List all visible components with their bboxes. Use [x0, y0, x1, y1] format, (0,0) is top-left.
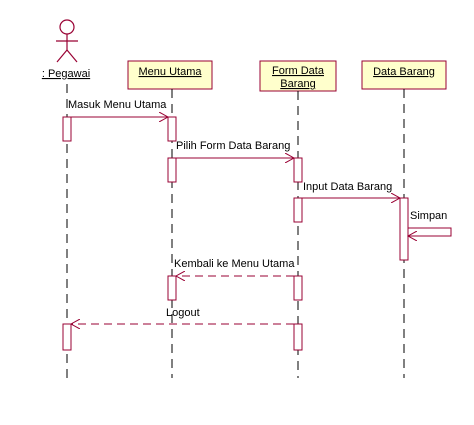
object-label: Data Barang [373, 66, 435, 78]
object-label-line-1: Form Data [272, 65, 325, 77]
activation-form-4 [293, 323, 303, 351]
actor-right-leg [66, 49, 78, 63]
object-box [361, 60, 447, 90]
message-label: Logout [166, 307, 200, 319]
message-logout: Logout [71, 307, 294, 324]
actor-left-leg [56, 49, 68, 63]
message-label: Input Data Barang [303, 181, 392, 193]
activation-form-3 [293, 275, 303, 301]
message-kembali-ke-menu-utama: Kembali ke Menu Utama [174, 258, 295, 276]
message-pilih-form-data-barang: Pilih Form Data Barang [176, 140, 294, 158]
activation-form-1 [293, 157, 303, 183]
message-self-arrow [408, 227, 452, 236]
message-simpan: Simpan [408, 210, 452, 236]
object-data-barang: Data Barang [361, 60, 447, 90]
object-label: Menu Utama [139, 66, 203, 78]
activation-menu-utama-3 [167, 275, 177, 301]
message-label: Masuk Menu Utama [68, 99, 167, 111]
actor-label: : Pegawai [42, 68, 90, 80]
object-label-line-2: Barang [280, 78, 315, 90]
message-label: Pilih Form Data Barang [176, 140, 290, 152]
message-masuk-menu-utama: Masuk Menu Utama [68, 99, 168, 117]
object-box [259, 60, 337, 92]
activation-pegawai-1 [62, 116, 72, 142]
activation-data-barang [399, 197, 409, 261]
activation-form-2 [293, 197, 303, 223]
message-input-data-barang: Input Data Barang [302, 181, 400, 198]
object-form-data-barang: Form Data Barang [259, 60, 337, 92]
activation-menu-utama-1 [167, 116, 177, 142]
object-menu-utama: Menu Utama [127, 60, 213, 90]
message-label: Simpan [410, 210, 447, 222]
object-box [127, 60, 213, 90]
activation-pegawai-2 [62, 323, 72, 351]
activation-menu-utama-2 [167, 157, 177, 183]
message-label: Kembali ke Menu Utama [174, 258, 295, 270]
actor-pegawai: : Pegawai [42, 19, 90, 80]
actor-head [59, 19, 75, 35]
